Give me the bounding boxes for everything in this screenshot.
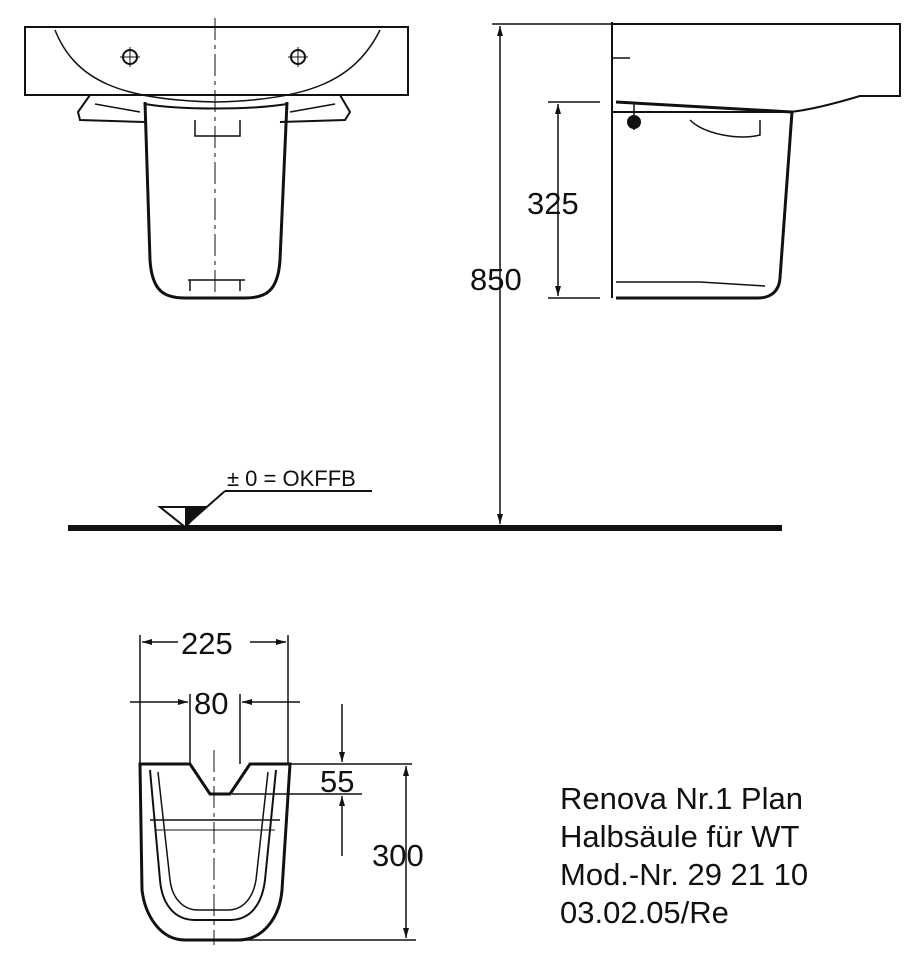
- title-block: Renova Nr.1 Plan Halbsäule für WT Mod.-N…: [560, 780, 808, 932]
- basin-underside: [76, 94, 352, 123]
- basin-front-outline: [24, 26, 409, 96]
- dim-label-325: 325: [527, 186, 579, 221]
- dim-label-850: 850: [470, 262, 522, 297]
- title-description: Halbsäule für WT: [560, 819, 800, 854]
- plan-view: [138, 750, 292, 945]
- dim-label-55: 55: [320, 764, 354, 799]
- front-view: [24, 18, 409, 300]
- faucet-hole-right: [288, 47, 308, 67]
- dimension-225: [139, 635, 289, 764]
- side-view: [611, 22, 901, 300]
- dimension-850: [492, 23, 612, 524]
- dim-label-300: 300: [372, 838, 424, 873]
- dim-label-80: 80: [194, 686, 228, 721]
- halfpedestal-plan-outer: [138, 762, 292, 942]
- title-model-number: Mod.-Nr. 29 21 10: [560, 857, 809, 892]
- halfpedestal-side: [615, 100, 794, 300]
- dimension-325: [548, 101, 600, 299]
- title-date-code: 03.02.05/Re: [560, 895, 729, 930]
- basin-bowl-curve: [54, 29, 381, 103]
- title-product: Renova Nr.1 Plan: [560, 781, 803, 816]
- floor-level-symbol: [157, 490, 372, 529]
- faucet-hole-left: [120, 47, 140, 67]
- dimension-55: [232, 704, 412, 856]
- dim-label-225: 225: [181, 626, 233, 661]
- halfpedestal-plan-inner: [149, 769, 277, 921]
- dimension-80: [130, 694, 300, 764]
- dimension-300: [240, 766, 416, 941]
- floor-level-label: ± 0 = OKFFB: [227, 466, 356, 491]
- basin-side-outline: [612, 23, 901, 113]
- halfpedestal-front: [143, 101, 289, 300]
